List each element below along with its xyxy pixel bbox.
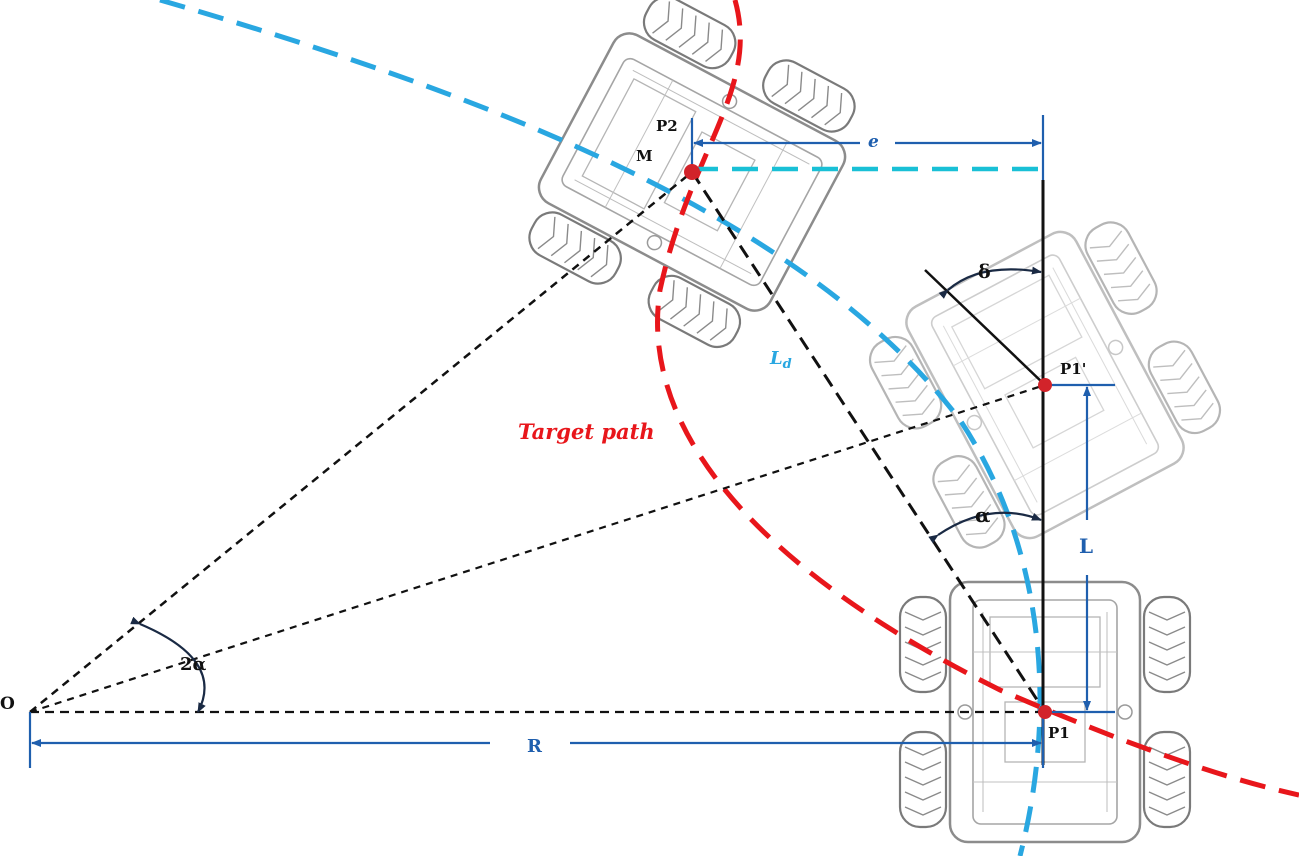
label-e: e	[868, 132, 879, 152]
lookahead-line	[690, 171, 1047, 713]
alpha-angle-arc	[928, 511, 1042, 544]
label-delta: δ	[978, 261, 991, 283]
delta-angle-arc	[938, 266, 1042, 299]
label-p1: P1	[1048, 724, 1070, 742]
label-target-path: Target path	[518, 419, 655, 444]
label-l: L	[1079, 534, 1093, 558]
two-alpha-angle-arc	[130, 616, 206, 713]
point-m	[684, 164, 700, 180]
target-path-curve	[655, 0, 1299, 798]
label-r: R	[527, 736, 543, 757]
label-lookahead: Ld	[769, 348, 792, 372]
point-p1-prime	[1038, 378, 1052, 392]
point-p1	[1038, 705, 1052, 719]
label-m: M	[636, 147, 653, 165]
label-p1-prime: P1'	[1060, 360, 1086, 378]
label-two-alpha: 2α	[180, 654, 207, 675]
label-origin: O	[0, 694, 15, 714]
robot-vehicle-icon	[507, 0, 877, 363]
radius-line-to-p1-prime	[29, 383, 1046, 714]
label-p2: P2	[656, 117, 678, 135]
label-alpha: α	[975, 503, 990, 527]
